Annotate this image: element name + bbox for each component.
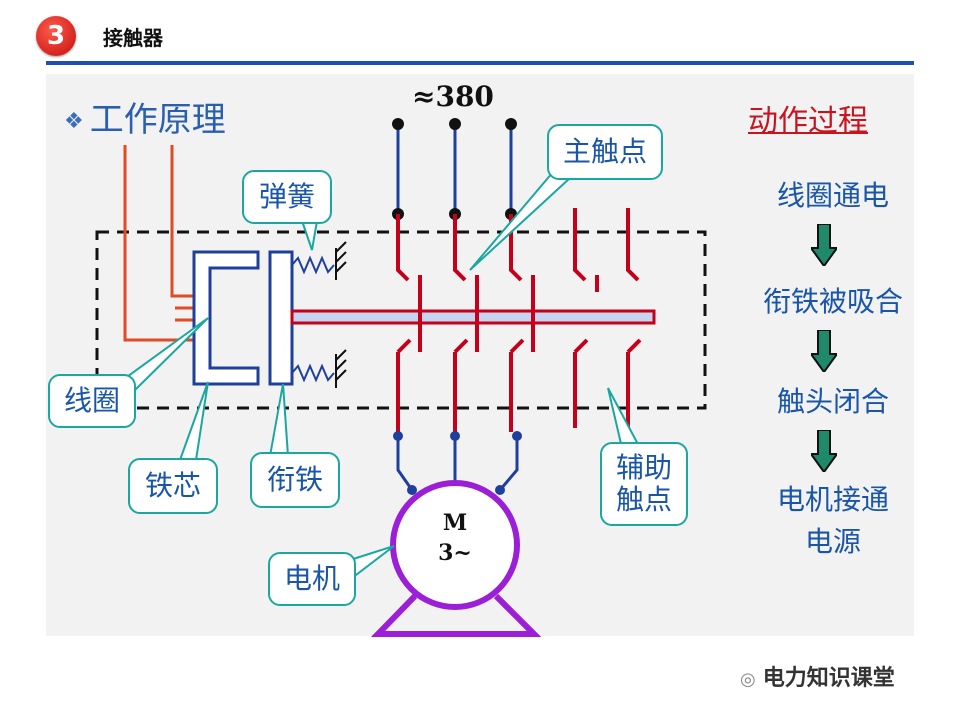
section-number-badge: 3 <box>36 16 76 56</box>
section-title: ❖工作原理 <box>64 92 226 141</box>
down-arrow-icon <box>811 224 837 266</box>
aux-contact-line-2: 触点 <box>615 483 672 516</box>
process-step-5: 电源 <box>804 525 861 558</box>
wechat-logo-icon: ◎ <box>740 669 756 690</box>
callout-coil: 线圈 <box>48 374 136 428</box>
voltage-label: ≈380 <box>412 80 494 113</box>
process-step-1: 线圈通电 <box>776 179 889 212</box>
motor-base <box>370 593 542 637</box>
process-step-4: 电机接通 <box>776 483 889 516</box>
callout-main-contact: 主触点 <box>547 124 663 180</box>
aux-contact-line-1: 辅助 <box>615 451 672 484</box>
header-divider <box>46 61 914 65</box>
callout-motor: 电机 <box>268 552 356 606</box>
section-title-text: 工作原理 <box>89 100 226 140</box>
callout-core: 铁芯 <box>128 458 218 514</box>
callout-armature: 衔铁 <box>250 452 340 508</box>
motor-symbol-phase: 3~ <box>438 540 472 566</box>
auxiliary-contacts <box>573 208 642 428</box>
spring-anchors <box>335 241 347 388</box>
iron-core <box>192 250 260 386</box>
diamond-bullet-icon: ❖ <box>64 109 84 134</box>
process-title: 动作过程 <box>748 104 868 139</box>
process-step-3: 触头闭合 <box>776 385 889 418</box>
down-arrow-icon <box>811 430 837 472</box>
watermark-text: 电力知识课堂 <box>762 666 895 691</box>
enclosure-dashed-frame <box>95 230 707 410</box>
process-step-2: 衔铁被吸合 <box>762 285 903 318</box>
spring-top <box>291 255 335 275</box>
page-title: 接触器 <box>103 26 163 50</box>
callout-pointers <box>118 170 642 580</box>
down-arrow-icon <box>811 330 837 372</box>
spring-bottom <box>291 363 335 383</box>
motor-symbol-m: M <box>442 510 468 536</box>
callout-spring: 弹簧 <box>242 170 332 224</box>
motor-body <box>390 480 520 610</box>
watermark: ◎ 电力知识课堂 <box>740 660 895 692</box>
push-rod <box>290 309 656 325</box>
callout-aux-contact: 辅助 触点 <box>600 442 688 526</box>
supply-lines <box>396 124 513 214</box>
motor-symbol: M 3~ <box>425 508 485 568</box>
armature <box>268 250 294 386</box>
